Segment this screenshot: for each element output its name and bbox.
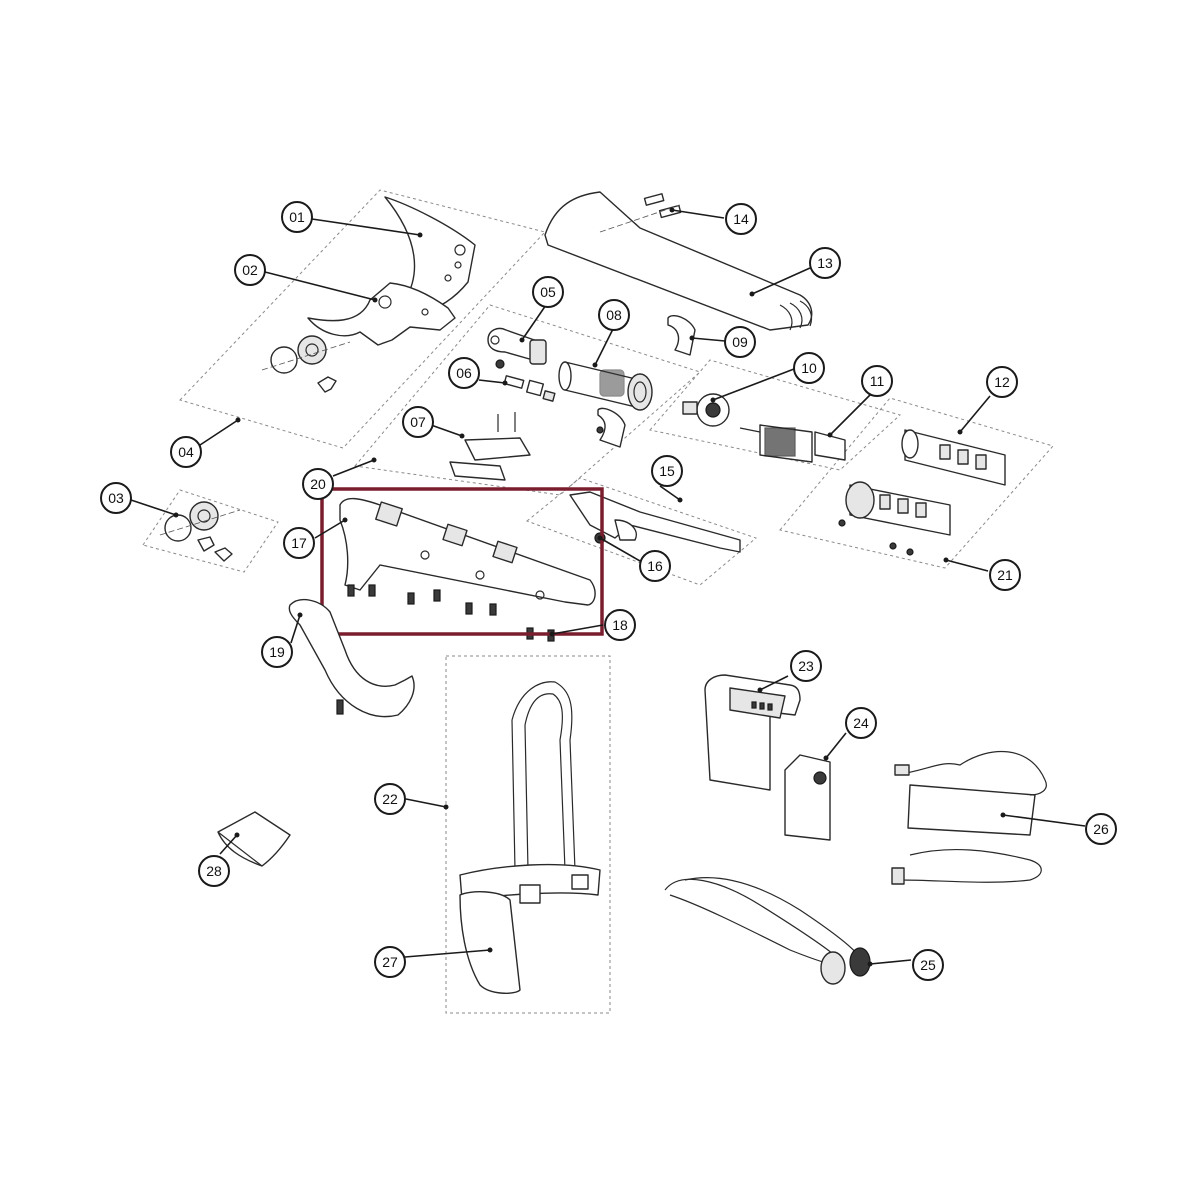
callout-01: 01 [281, 201, 313, 233]
callout-23: 23 [790, 650, 822, 682]
part-charger [891, 750, 1047, 885]
part-gear-kit [159, 501, 241, 562]
box-gear-assembly [142, 489, 279, 573]
box-trigger-assembly [526, 477, 758, 586]
callout-21: 21 [989, 559, 1021, 591]
part-trigger [569, 491, 741, 553]
callout-04-label: 04 [178, 444, 194, 460]
callout-14: 14 [725, 203, 757, 235]
callout-28: 28 [198, 855, 230, 887]
callout-27-label: 27 [382, 954, 398, 970]
callout-11-label: 11 [870, 373, 885, 389]
callout-15: 15 [651, 455, 683, 487]
part-upper-blade [384, 196, 476, 313]
callout-14-label: 14 [733, 211, 749, 227]
callout-01-label: 01 [289, 209, 305, 225]
box-drive-assembly [354, 304, 701, 496]
callout-02-label: 02 [242, 262, 258, 278]
box-electronics-assembly [779, 397, 1054, 569]
part-cable [664, 877, 871, 985]
assembly-boxes [142, 189, 1054, 1014]
part-motor-flange [682, 393, 730, 427]
callout-17: 17 [283, 527, 315, 559]
callout-08: 08 [598, 299, 630, 331]
callout-08-label: 08 [606, 307, 622, 323]
part-housing-cover [544, 191, 813, 331]
part-motor-module [838, 481, 951, 556]
callout-12: 12 [986, 366, 1018, 398]
callout-23-label: 23 [798, 658, 814, 674]
box-holster-assembly [445, 655, 611, 1014]
callout-05: 05 [532, 276, 564, 308]
part-lower-blade [261, 282, 456, 393]
callout-06: 06 [448, 357, 480, 389]
callout-03-label: 03 [108, 490, 124, 506]
callout-22-label: 22 [382, 791, 398, 807]
callout-20: 20 [302, 468, 334, 500]
callout-03: 03 [100, 482, 132, 514]
callout-26: 26 [1085, 813, 1117, 845]
callout-24-label: 24 [853, 715, 869, 731]
callout-19-label: 19 [269, 644, 285, 660]
callout-22: 22 [374, 783, 406, 815]
part-electronics-housing [901, 429, 1006, 486]
callout-18-label: 18 [612, 617, 628, 633]
callout-16: 16 [639, 550, 671, 582]
callout-28-label: 28 [206, 863, 222, 879]
callout-21-label: 21 [997, 567, 1013, 583]
part-hand-guard [288, 598, 415, 718]
callout-26-label: 26 [1093, 821, 1109, 837]
callout-10: 10 [793, 352, 825, 384]
callout-07-label: 07 [410, 414, 426, 430]
part-holster-belt [459, 681, 601, 994]
highlight-frame [320, 487, 604, 636]
part-bracket-07 [449, 412, 531, 481]
callout-25-label: 25 [920, 957, 936, 973]
callout-25: 25 [912, 949, 944, 981]
callout-02: 02 [234, 254, 266, 286]
callout-09: 09 [724, 326, 756, 358]
callout-12-label: 12 [994, 374, 1010, 390]
callout-13: 13 [809, 247, 841, 279]
callout-17-label: 17 [291, 535, 307, 551]
callout-27: 27 [374, 946, 406, 978]
part-shaft [487, 327, 547, 369]
part-battery-module [784, 754, 831, 841]
callout-15-label: 15 [659, 463, 675, 479]
callouts: 01 02 03 04 05 06 07 08 09 10 11 12 13 1… [100, 201, 1117, 981]
callout-06-label: 06 [456, 365, 472, 381]
callout-11: 11 [861, 365, 893, 397]
callout-05-label: 05 [540, 284, 556, 300]
callout-04: 04 [170, 436, 202, 468]
leader-lines [130, 209, 1086, 965]
leader-dots [173, 207, 1006, 967]
callout-13-label: 13 [817, 255, 833, 271]
box-blade-assembly [179, 189, 546, 449]
callout-18: 18 [604, 609, 636, 641]
callout-10-label: 10 [801, 360, 817, 376]
callout-19: 19 [261, 636, 293, 668]
part-blade-cover [217, 811, 291, 867]
part-gearbox [558, 361, 653, 411]
part-lower-housing [339, 497, 596, 642]
callout-16-label: 16 [647, 558, 663, 574]
callout-07: 07 [402, 406, 434, 438]
part-battery [704, 674, 801, 791]
part-small-parts-06 [503, 375, 556, 402]
box-motor-assembly [649, 359, 901, 471]
part-clamp-halves [596, 314, 696, 448]
callout-20-label: 20 [310, 476, 326, 492]
part-motor [739, 424, 846, 463]
callout-24: 24 [845, 707, 877, 739]
callout-09-label: 09 [732, 334, 748, 350]
